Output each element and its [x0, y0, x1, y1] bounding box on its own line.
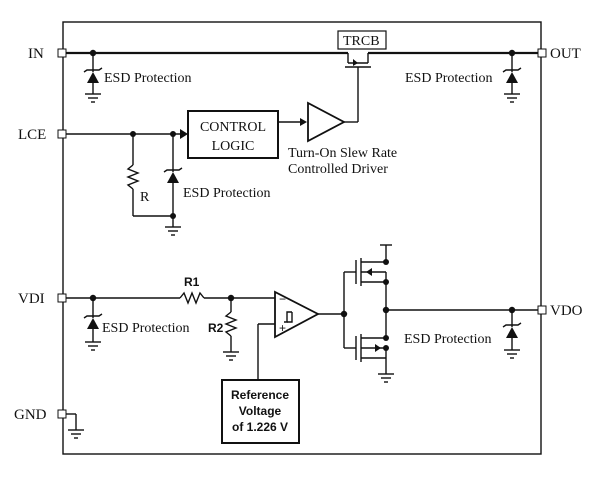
pin-label-vdi: VDI	[18, 291, 45, 307]
pin-label-gnd: GND	[14, 407, 47, 423]
trcb-box	[337, 30, 387, 50]
esd-label-in: ESD Protection	[104, 71, 192, 86]
control-logic-block	[187, 110, 279, 159]
esd-label-lce: ESD Protection	[183, 186, 271, 201]
reference-voltage-block	[221, 379, 300, 444]
chip-outline	[62, 21, 542, 455]
control-logic-label-2: LOGIC	[212, 139, 255, 154]
pin-pad-vdo	[537, 305, 547, 315]
svg-text:−: −	[279, 292, 286, 306]
pin-pad-in	[57, 48, 67, 58]
ref-label-1: Reference	[231, 388, 289, 402]
resistor-r2-label: R2	[208, 321, 224, 335]
esd-diode-lce	[167, 172, 179, 183]
esd-diode-in	[87, 72, 99, 83]
ref-label-2: Voltage	[239, 404, 282, 418]
control-logic-label-1: CONTROL	[200, 120, 266, 135]
driver-label-2: Controlled Driver	[288, 162, 388, 177]
esd-label-vdo: ESD Protection	[404, 332, 492, 347]
trcb-label: TRCB	[343, 34, 380, 49]
pin-label-in: IN	[28, 46, 44, 62]
driver-label-1: Turn-On Slew Rate	[288, 146, 397, 161]
esd-diode-vdi	[87, 318, 99, 329]
resistor-r	[126, 164, 140, 190]
resistor-r1	[179, 291, 205, 305]
pin-pad-gnd	[57, 409, 67, 419]
esd-label-vdi: ESD Protection	[102, 321, 190, 336]
slew-rate-driver	[307, 101, 346, 143]
esd-diode-out	[506, 72, 518, 83]
pin-label-out: OUT	[550, 46, 581, 62]
svg-text:+: +	[279, 321, 286, 335]
resistor-r1-label: R1	[184, 275, 200, 289]
resistor-r-label: R	[140, 190, 150, 205]
ref-label-3: of 1.226 V	[232, 420, 288, 434]
esd-label-out: ESD Protection	[405, 71, 493, 86]
pin-label-vdo: VDO	[550, 303, 583, 319]
esd-diode-vdo	[506, 327, 518, 338]
pin-label-lce: LCE	[18, 127, 46, 143]
pin-pad-out	[537, 48, 547, 58]
comparator	[274, 290, 320, 339]
resistor-r2	[224, 311, 238, 337]
pin-pad-vdi	[57, 293, 67, 303]
pin-pad-lce	[57, 129, 67, 139]
